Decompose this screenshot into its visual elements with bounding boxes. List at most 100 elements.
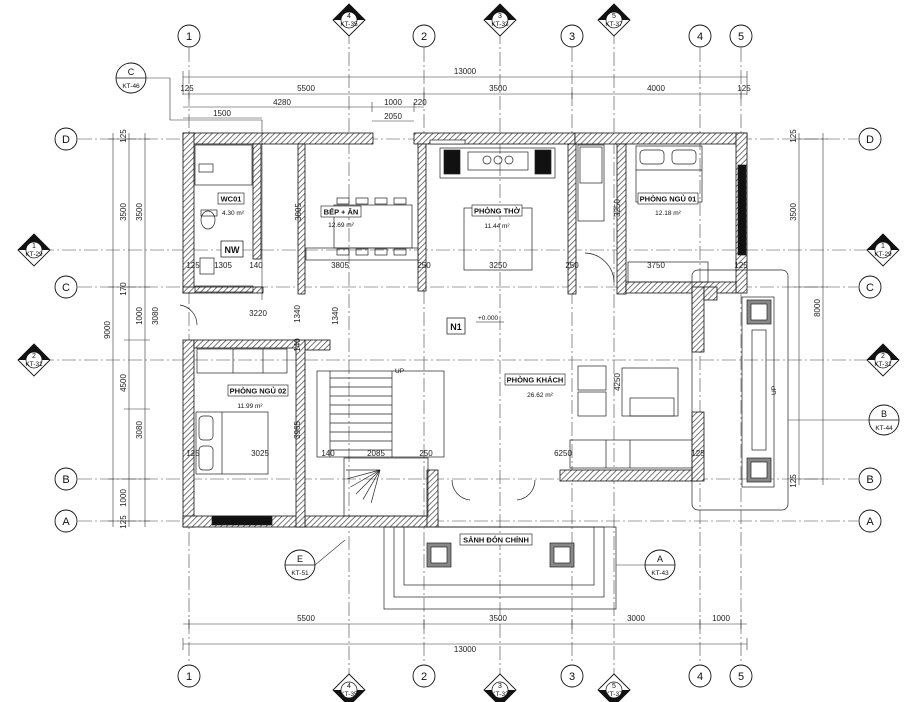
dim-a1: 125 (186, 261, 200, 270)
detail-callout-b: BKT-44 (868, 404, 900, 436)
section-number: 2 (32, 353, 36, 360)
dim-left-s9: 125 (119, 515, 128, 529)
section-ref: KT-33 (491, 21, 509, 28)
dim-a2: 1305 (214, 261, 232, 270)
room-area-kitchen: 12.69 m² (328, 222, 354, 229)
dim-top-w3: 220 (413, 98, 427, 107)
dim-top-w5: 2050 (384, 112, 402, 121)
dim-b4: 140 (293, 338, 302, 352)
room-name-living: PHÒNG KHÁCH (507, 376, 564, 385)
grid-bubble-col-3: 3 (560, 664, 584, 688)
room-name-bedroom-2: PHÒNG NGỦ 02 (230, 387, 287, 396)
dim-c3: 140 (321, 449, 335, 458)
dim-right-s4: 125 (789, 474, 798, 488)
grid-label-col: 4 (697, 31, 703, 43)
dim-b1: 3220 (249, 309, 267, 318)
section-mark: 5KT-37 (597, 673, 631, 702)
room-name-kitchen: BẾP + ĂN (324, 207, 359, 217)
dim-c2: 3025 (251, 449, 269, 458)
section-number: 1 (881, 243, 885, 250)
dim-right-s1: 125 (789, 129, 798, 143)
section-ref: KT-37 (605, 21, 623, 28)
detail-letter: A (657, 554, 663, 564)
section-number: 5 (612, 683, 616, 690)
grid-lines (40, 30, 870, 690)
room-name-bedroom-1: PHÒNG NGỦ 01 (640, 195, 697, 204)
dim-c7: 125 (691, 449, 705, 458)
dim-top-d2: 3500 (489, 84, 507, 93)
ramp-up-label: UP (771, 386, 778, 395)
dim-a6: 3250 (489, 261, 507, 270)
grid-bubble-row-A: A (858, 509, 882, 533)
stair-winder (355, 469, 381, 495)
dim-b2: 1340 (293, 305, 302, 323)
grid-bubble-col-1: 1 (177, 24, 201, 48)
grid-label-row: C (866, 282, 874, 294)
dim-b3: 1340 (331, 307, 340, 325)
dim-a7: 250 (565, 261, 579, 270)
section-mark: 3KT-33 (483, 3, 517, 37)
grid-label-col: 3 (569, 31, 575, 43)
section-mark: 5KT-37 (597, 3, 631, 37)
section-number: 3 (498, 683, 502, 690)
section-marks: 4KT-353KT-335KT-374KT-353KT-335KT-371KT-… (17, 3, 900, 702)
dimension-texts: 13000 5500 3500 4000 125 125 4280 1000 2… (103, 67, 822, 654)
detail-ref: KT-51 (291, 570, 309, 577)
grid-label-row: A (62, 516, 70, 528)
grid-bubble-row-A: A (54, 509, 78, 533)
detail-callout-e: EKT-51 (284, 549, 316, 581)
grid-label-col: 1 (186, 31, 192, 43)
section-number: 1 (32, 243, 36, 250)
section-ref: KT-31 (874, 361, 892, 368)
grid-bubble-col-5: 5 (729, 664, 753, 688)
grid-bubble-col-1: 1 (177, 664, 201, 688)
grid-label-row: B (866, 474, 873, 486)
stair-winder (362, 469, 381, 500)
detail-letter: C (128, 67, 135, 77)
stair-up-label: UP (395, 368, 404, 375)
dimension-lines (108, 71, 828, 650)
dim-v4: 4250 (613, 373, 622, 391)
dim-left-s7: 3080 (135, 421, 144, 439)
section-mark: 2KT-31 (866, 343, 900, 377)
grid-label-col: 2 (421, 31, 427, 43)
section-number: 4 (347, 13, 351, 20)
dim-v1: 3805 (294, 203, 303, 221)
dim-a4: 3805 (331, 261, 349, 270)
dim-left-s5: 1000 (135, 307, 144, 325)
dim-top-d1: 5500 (297, 84, 315, 93)
grid-label-col: 1 (186, 671, 192, 683)
grid-label-row: C (62, 282, 70, 294)
grid-bubble-row-D: D (858, 127, 882, 151)
room-labels: WC01 4.30 m² BẾP + ĂN 12.69 m² PHÒNG THỜ… (217, 192, 778, 546)
grid-bubble-col-2: 2 (412, 664, 436, 688)
level-mark: +0.000 (478, 315, 498, 322)
dim-c6: 6250 (554, 449, 572, 458)
dim-a5: 250 (417, 261, 431, 270)
grid-bubble-col-4: 4 (688, 24, 712, 48)
detail-callout-a: AKT-43 (644, 549, 676, 581)
dim-top-e2: 125 (737, 84, 751, 93)
dim-a8: 3750 (647, 261, 665, 270)
section-ref: KT-35 (340, 21, 358, 28)
dim-left-s6: 4500 (119, 374, 128, 392)
leader-c (146, 77, 263, 300)
tag-nw: NW (225, 245, 240, 255)
grid-label-col: 4 (697, 671, 703, 683)
dim-c4: 2085 (367, 449, 385, 458)
section-mark: 4KT-35 (332, 673, 366, 702)
grid-label-col: 3 (569, 671, 575, 683)
grid-bubble-col-2: 2 (412, 24, 436, 48)
section-mark: 2KT-31 (17, 343, 51, 377)
section-number: 2 (881, 353, 885, 360)
dim-right-s2: 3500 (789, 203, 798, 221)
section-ref: KT-33 (491, 691, 509, 698)
grid-label-row: A (866, 516, 874, 528)
dim-left-total: 9000 (103, 321, 112, 339)
section-ref: KT-29 (874, 251, 892, 258)
dim-v3: 3965 (293, 421, 302, 439)
grid-bubble-col-3: 3 (560, 24, 584, 48)
